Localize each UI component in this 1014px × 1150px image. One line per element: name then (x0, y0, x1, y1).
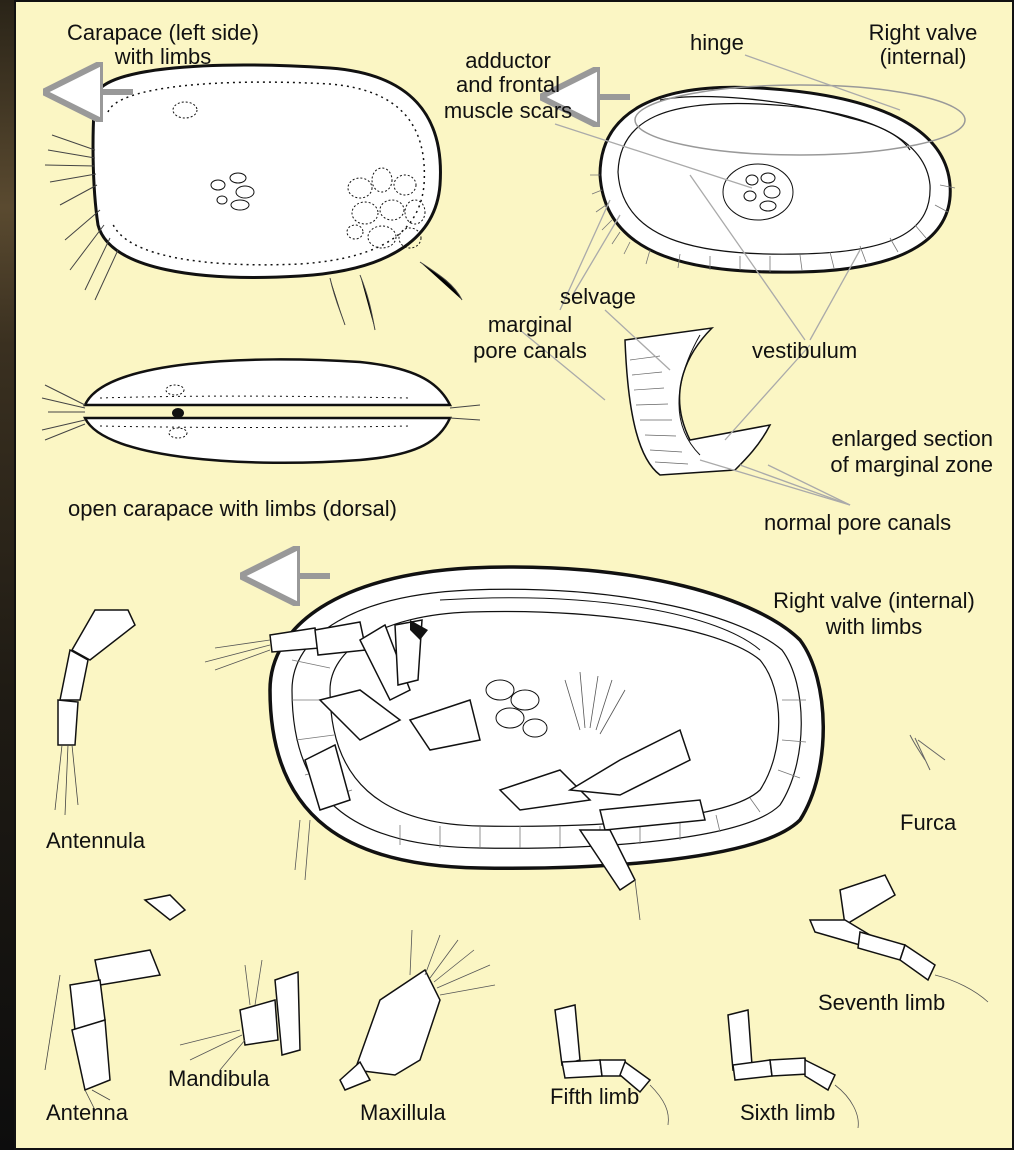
label-maxillula: Maxillula (360, 1100, 446, 1125)
right-valve-internal-drawing (590, 85, 965, 272)
label-pore-canals: pore canals (440, 338, 620, 363)
label-enlarged-section: enlarged section (780, 426, 993, 451)
furca-drawing (910, 735, 945, 770)
seventh-limb-drawing (810, 875, 988, 1002)
label-and-frontal: and frontal (418, 72, 598, 97)
label-antennula: Antennula (46, 828, 145, 853)
label-right-valve-internal: Right valve (internal) (740, 588, 1008, 613)
label-seventh-limb: Seventh limb (818, 990, 945, 1015)
label-muscle-scars: muscle scars (418, 98, 598, 123)
label-vestibulum: vestibulum (752, 338, 857, 363)
enlarged-marginal-section-drawing (625, 328, 770, 475)
label-with-limbs-2: with limbs (740, 614, 1008, 639)
mandibula-drawing (180, 960, 300, 1070)
label-antenna: Antenna (46, 1100, 128, 1125)
label-right-valve: Right valve (848, 20, 998, 45)
carapace-left-side-drawing (45, 65, 462, 330)
label-normal-pore-canals: normal pore canals (764, 510, 951, 535)
label-carapace-left-side: Carapace (left side) (28, 20, 298, 45)
antennula-drawing (55, 610, 135, 815)
right-valve-with-limbs-drawing (205, 567, 823, 920)
label-open-carapace-dorsal: open carapace with limbs (dorsal) (68, 496, 397, 521)
label-marginal: marginal (460, 312, 600, 337)
label-selvage: selvage (560, 284, 636, 309)
label-adductor: adductor (418, 48, 598, 73)
label-with-limbs: with limbs (28, 44, 298, 69)
maxillula-drawing (340, 930, 495, 1090)
label-furca: Furca (900, 810, 956, 835)
antenna-drawing (45, 895, 185, 1110)
label-mandibula: Mandibula (168, 1066, 270, 1091)
open-carapace-dorsal-drawing (42, 359, 480, 462)
label-of-marginal-zone: of marginal zone (780, 452, 993, 477)
label-internal: (internal) (848, 44, 998, 69)
label-fifth-limb: Fifth limb (550, 1084, 639, 1109)
label-sixth-limb: Sixth limb (740, 1100, 835, 1125)
label-hinge: hinge (690, 30, 744, 55)
